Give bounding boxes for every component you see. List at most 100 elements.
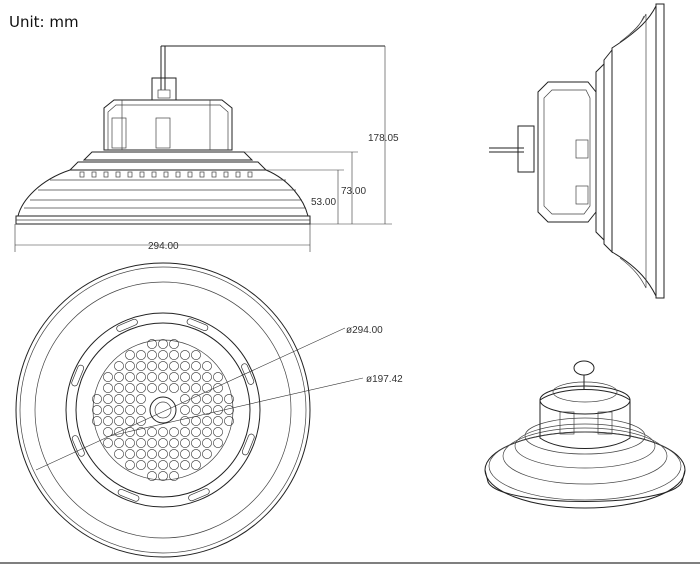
vent-slot bbox=[116, 318, 138, 332]
led-dot bbox=[136, 372, 146, 382]
led-dot bbox=[114, 449, 124, 459]
led-dot bbox=[213, 383, 223, 393]
led-dot bbox=[158, 372, 168, 382]
led-dot bbox=[169, 471, 179, 481]
led-dot bbox=[158, 339, 168, 349]
outer-diameter-label: ø294.00 bbox=[346, 325, 383, 336]
led-dot bbox=[169, 427, 179, 437]
led-dot bbox=[147, 383, 157, 393]
led-dot bbox=[180, 460, 190, 470]
led-dot bbox=[213, 438, 223, 448]
led-dot bbox=[180, 449, 190, 459]
led-dot bbox=[158, 449, 168, 459]
led-dot bbox=[202, 427, 212, 437]
led-dot bbox=[92, 405, 102, 415]
led-dot bbox=[114, 361, 124, 371]
vent-slots bbox=[71, 318, 255, 502]
led-dot bbox=[136, 383, 146, 393]
led-dot bbox=[180, 405, 190, 415]
led-dot bbox=[125, 427, 135, 437]
led-dot bbox=[158, 350, 168, 360]
led-dot bbox=[147, 438, 157, 448]
vent-slot bbox=[241, 433, 255, 456]
led-dot bbox=[191, 460, 201, 470]
led-dot bbox=[125, 460, 135, 470]
led-dot bbox=[202, 383, 212, 393]
led-dot bbox=[191, 405, 201, 415]
led-dot bbox=[202, 416, 212, 426]
led-dot bbox=[147, 460, 157, 470]
led-dot bbox=[191, 372, 201, 382]
led-dot bbox=[191, 416, 201, 426]
led-array bbox=[92, 339, 234, 481]
led-dot bbox=[114, 427, 124, 437]
led-dot bbox=[136, 416, 146, 426]
height-dimension-label: 178.05 bbox=[368, 133, 399, 144]
led-dot bbox=[136, 350, 146, 360]
led-dot bbox=[136, 361, 146, 371]
width-dimension-label: 294.00 bbox=[148, 241, 179, 252]
side-view bbox=[489, 3, 665, 299]
led-dot bbox=[125, 372, 135, 382]
led-dot bbox=[136, 427, 146, 437]
led-dot bbox=[202, 372, 212, 382]
led-dot bbox=[180, 416, 190, 426]
led-dot bbox=[125, 394, 135, 404]
led-dot bbox=[125, 383, 135, 393]
vent-slot bbox=[186, 318, 209, 332]
led-dot bbox=[114, 394, 124, 404]
led-dot bbox=[202, 405, 212, 415]
led-dot bbox=[158, 471, 168, 481]
led-dot bbox=[191, 383, 201, 393]
led-dot bbox=[169, 449, 179, 459]
led-dot bbox=[114, 416, 124, 426]
led-dot bbox=[180, 427, 190, 437]
isometric-view bbox=[484, 360, 686, 509]
led-dot bbox=[191, 350, 201, 360]
led-dot bbox=[125, 405, 135, 415]
led-dot bbox=[103, 405, 113, 415]
led-dot bbox=[180, 372, 190, 382]
vent-slot bbox=[188, 488, 210, 502]
led-dot bbox=[180, 383, 190, 393]
bottom-view bbox=[15, 262, 364, 558]
led-dot bbox=[169, 339, 179, 349]
led-dot bbox=[180, 350, 190, 360]
led-dot bbox=[169, 460, 179, 470]
led-dot bbox=[136, 394, 146, 404]
led-dot bbox=[103, 394, 113, 404]
led-dot bbox=[169, 372, 179, 382]
front-elevation-view bbox=[14, 45, 392, 252]
led-dot bbox=[114, 383, 124, 393]
led-dot bbox=[224, 394, 234, 404]
led-dot bbox=[213, 416, 223, 426]
led-dot bbox=[169, 350, 179, 360]
led-dot bbox=[125, 438, 135, 448]
led-dot bbox=[202, 361, 212, 371]
vent-slot bbox=[241, 363, 255, 385]
led-dot bbox=[158, 460, 168, 470]
led-dot bbox=[213, 405, 223, 415]
shade-height-dimension-label: 53.00 bbox=[311, 197, 336, 208]
led-dot bbox=[202, 438, 212, 448]
led-dot bbox=[224, 416, 234, 426]
led-dot bbox=[147, 449, 157, 459]
led-dot bbox=[180, 438, 190, 448]
led-dot bbox=[147, 350, 157, 360]
led-dot bbox=[147, 471, 157, 481]
led-dot bbox=[213, 372, 223, 382]
led-dot bbox=[103, 372, 113, 382]
led-dot bbox=[202, 394, 212, 404]
led-dot bbox=[114, 405, 124, 415]
fin-row bbox=[79, 171, 253, 178]
led-dot bbox=[180, 361, 190, 371]
led-dot bbox=[191, 449, 201, 459]
led-dot bbox=[136, 405, 146, 415]
led-dot bbox=[125, 361, 135, 371]
led-dot bbox=[103, 383, 113, 393]
led-dot bbox=[147, 361, 157, 371]
led-dot bbox=[213, 427, 223, 437]
led-dot bbox=[114, 372, 124, 382]
body-height-dimension-label: 73.00 bbox=[341, 186, 366, 197]
